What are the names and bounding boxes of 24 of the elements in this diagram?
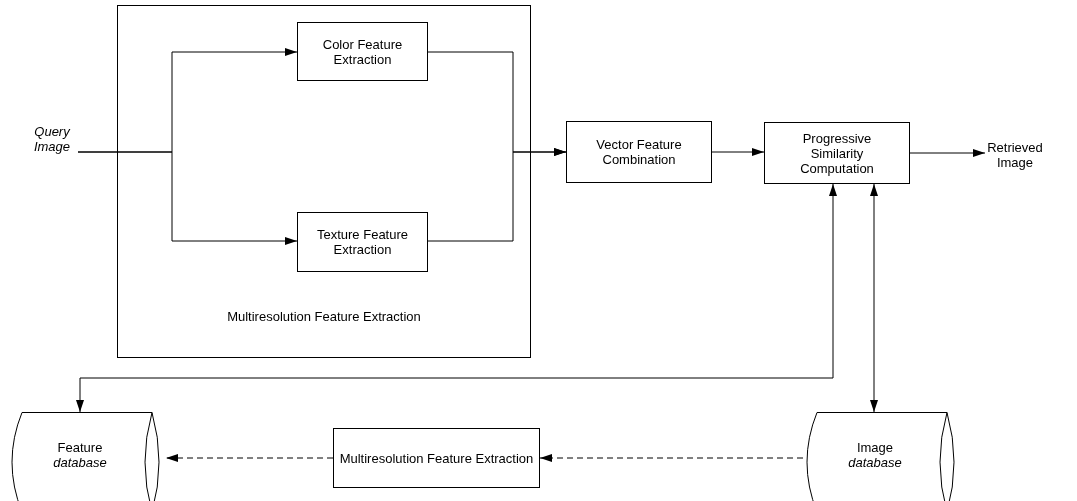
node-label: Vector Feature Combination bbox=[595, 137, 683, 167]
node-label: Retrieved Image bbox=[986, 140, 1044, 170]
group-box bbox=[117, 5, 531, 358]
dashed-arrow bbox=[539, 454, 804, 462]
arrow bbox=[711, 148, 765, 156]
node-label: Multiresolution Feature Extraction bbox=[339, 450, 534, 466]
process-box bbox=[297, 22, 428, 81]
node-label: Texture Feature Extraction bbox=[315, 227, 409, 257]
node-label: Feature database bbox=[52, 440, 108, 470]
arrow bbox=[909, 149, 986, 157]
process-box bbox=[566, 121, 712, 183]
process-box bbox=[297, 212, 428, 272]
node-label: Query Image bbox=[32, 124, 72, 154]
process-box bbox=[764, 122, 910, 184]
node-label: Image database bbox=[847, 440, 903, 470]
arrow bbox=[76, 183, 837, 413]
node-label: Color Feature Extraction bbox=[321, 36, 404, 67]
arrow bbox=[427, 148, 567, 242]
arrow bbox=[77, 151, 298, 245]
group-label: Multiresolution Feature Extraction bbox=[226, 309, 422, 324]
dashed-arrow bbox=[165, 454, 334, 462]
node-label: Progressive Similarity Computation bbox=[799, 130, 875, 176]
arrow bbox=[870, 183, 878, 413]
process-box bbox=[333, 428, 540, 488]
